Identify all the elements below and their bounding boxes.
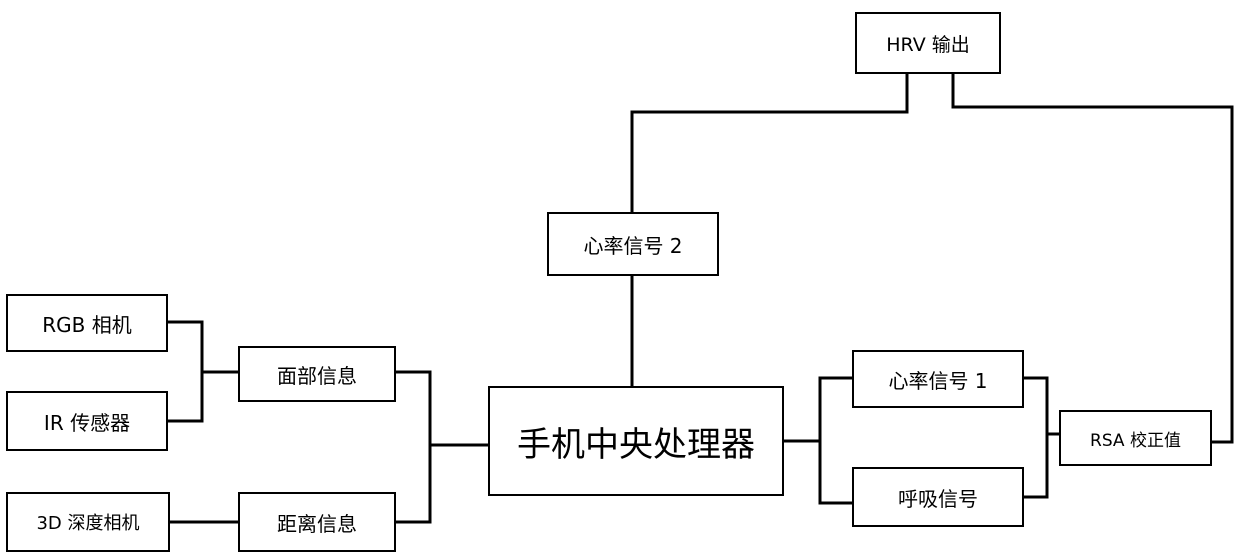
phone-cpu-box: 手机中央处理器 bbox=[488, 386, 784, 496]
heart-signal-1-box: 心率信号 1 bbox=[852, 350, 1024, 408]
connector-cpu-to-breath bbox=[820, 441, 852, 503]
depth-camera-box: 3D 深度相机 bbox=[6, 492, 170, 552]
rgb-camera-box: RGB 相机 bbox=[6, 294, 168, 352]
ir-sensor-box: IR 传感器 bbox=[6, 391, 168, 451]
connector-breath-to-rsa bbox=[1024, 434, 1047, 497]
connector-heart2-to-hrv bbox=[632, 74, 907, 212]
face-info-box: 面部信息 bbox=[238, 346, 396, 402]
hrv-output-box: HRV 输出 bbox=[855, 12, 1001, 74]
connector-face-to-cpu bbox=[396, 372, 488, 445]
connector-distance-to-cpu bbox=[396, 445, 430, 522]
heart-signal-2-box: 心率信号 2 bbox=[547, 212, 719, 276]
rsa-correction-box: RSA 校正值 bbox=[1059, 410, 1212, 466]
connector-ir-to-face bbox=[168, 372, 202, 421]
connector-rgb-to-face bbox=[168, 322, 238, 372]
connector-heart1-to-rsa bbox=[1024, 378, 1059, 434]
distance-info-box: 距离信息 bbox=[238, 492, 396, 552]
connector-cpu-to-heart1 bbox=[784, 378, 852, 441]
breath-signal-box: 呼吸信号 bbox=[852, 467, 1024, 527]
